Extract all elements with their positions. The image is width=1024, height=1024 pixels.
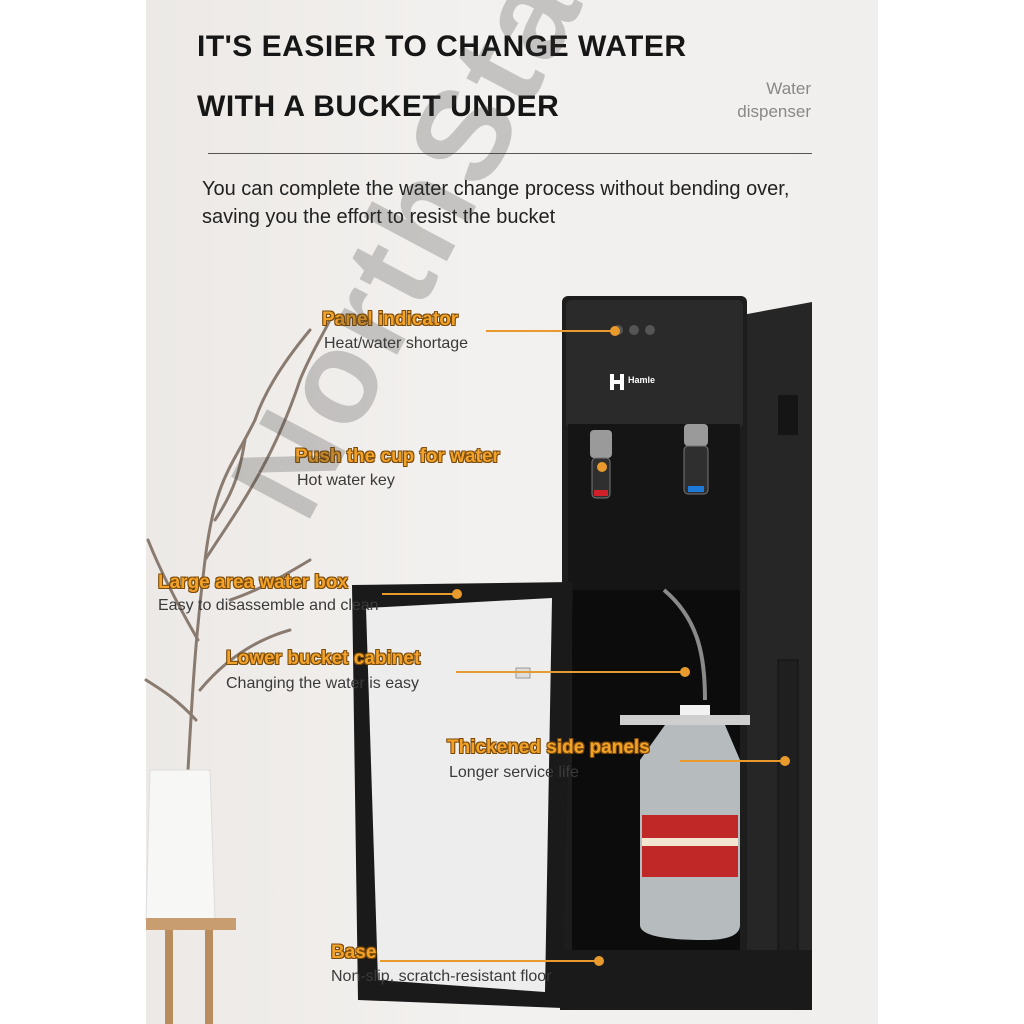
callout-line: [382, 593, 456, 595]
callout-subtitle-push-cup: Hot water key: [297, 472, 395, 489]
cabinet-door: [352, 582, 573, 1008]
callout-line: [380, 960, 596, 962]
callout-title-base: Base: [331, 942, 377, 963]
product-type-label: Water dispenser: [737, 79, 811, 121]
callout-title-push-cup: Push the cup for water: [295, 446, 500, 467]
callout-line: [486, 330, 614, 332]
callout-dot: [452, 589, 462, 599]
description-text: You can complete the water change proces…: [202, 178, 790, 228]
callout-dot: [780, 756, 790, 766]
divider: [208, 153, 812, 154]
water-bottle: [640, 705, 740, 940]
callout-title-panel-indicator: Panel indicator: [322, 309, 459, 330]
callout-title-bucket-cabinet: Lower bucket cabinet: [226, 648, 421, 669]
callout-subtitle-side-panels: Longer service life: [449, 764, 579, 781]
callout-dot: [610, 326, 620, 336]
callout-dot: [597, 462, 607, 472]
vase: [145, 769, 236, 1024]
callout-subtitle-base: Non-slip, scratch-resistant floor: [331, 968, 552, 985]
water-dispenser: [560, 296, 812, 1010]
callout-subtitle-bucket-cabinet: Changing the water is easy: [226, 675, 419, 692]
callout-title-water-box: Large area water box: [158, 572, 349, 593]
callout-dot: [680, 667, 690, 677]
headline-line1: IT'S EASIER TO CHANGE WATER: [197, 30, 687, 63]
brand-logo: Hamle: [628, 375, 656, 385]
callout-subtitle-panel-indicator: Heat/water shortage: [324, 335, 469, 352]
headline-line2: WITH A BUCKET UNDER: [197, 90, 560, 123]
callout-subtitle-water-box: Easy to disassemble and clean: [158, 597, 379, 614]
decorative-branches: [144, 318, 332, 772]
callout-title-side-panels: Thickened side panels: [447, 737, 650, 758]
callout-line: [680, 760, 784, 762]
callout-line: [456, 671, 684, 673]
callout-dot: [594, 956, 604, 966]
